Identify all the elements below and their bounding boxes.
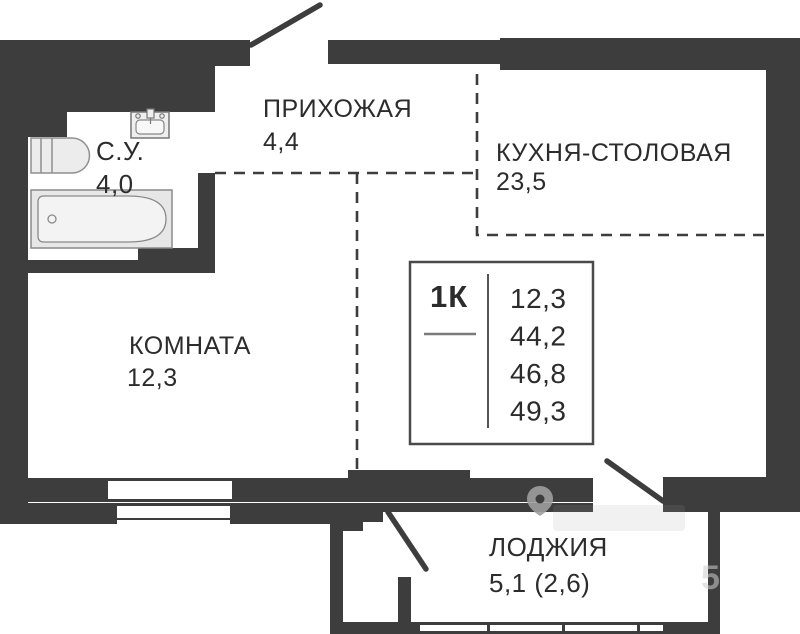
legend-value-room: 12,3 (510, 283, 567, 314)
wall-outer-leaf-a (0, 503, 117, 524)
legend-value-living: 44,2 (510, 321, 567, 352)
walls (0, 38, 800, 634)
entrance-door-swing (248, 2, 323, 48)
wall-loggia-bottom-right (663, 622, 720, 634)
loggia-glazing-mullion-1 (487, 622, 490, 634)
bathroom-area: 4,0 (96, 169, 134, 199)
legend-type: 1К (430, 279, 468, 314)
kitchen-label: КУХНЯ-СТОЛОВАЯ (496, 139, 732, 167)
wall-room-bottom-a (0, 478, 108, 502)
room-label: КОМНАТА (129, 332, 251, 360)
hallway-area: 4,4 (263, 128, 299, 156)
doors (248, 2, 666, 572)
watermark-blur (553, 505, 685, 531)
kitchen-area: 23,5 (496, 168, 547, 196)
wall-outer-leaf-b (230, 503, 347, 524)
balcony-door-swing (604, 458, 666, 504)
loggia-glazing-top (420, 622, 663, 625)
wall-outer-leaf-c (347, 503, 593, 512)
bathroom-fixtures (30, 108, 173, 249)
loggia-label: ЛОДЖИЯ (489, 532, 608, 562)
wall-top-left (0, 40, 250, 66)
loggia-door-swing (385, 509, 429, 572)
window-frame-bottom (108, 499, 232, 502)
room-labels: С.У. 4,0 ПРИХОЖАЯ 4,4 КУХНЯ-СТОЛОВАЯ 23,… (96, 95, 732, 598)
loggia-glazing-mullion-3 (637, 622, 640, 634)
bathroom-label: С.У. (96, 136, 144, 166)
wall-top-mid (328, 40, 503, 64)
wall-balcony-right-block (663, 477, 800, 512)
wall-loggia-step2 (343, 522, 363, 531)
wall-loggia-right (708, 512, 720, 634)
sink-icon (130, 108, 170, 139)
wall-bathroom-step (28, 112, 67, 137)
map-pin-hole (535, 494, 545, 504)
wall-loggia-stub (398, 577, 411, 622)
window-sill-mid (117, 518, 230, 520)
wall-loggia-step1 (343, 507, 383, 522)
legend-value-total: 46,8 (510, 358, 567, 389)
wall-loggia-bottom-left (330, 622, 420, 634)
watermark-digit: 5 (701, 559, 720, 597)
wall-bathroom-bottom-thick (138, 248, 215, 273)
window-frame-top (108, 478, 232, 481)
wall-bathroom-bottom-thin (28, 260, 138, 273)
loggia-glazing-bottom (420, 631, 663, 634)
cabinet-icon (30, 137, 91, 174)
bathtub-icon (30, 189, 173, 249)
window-sill-top (117, 503, 230, 506)
wall-top-right (500, 38, 800, 70)
wall-room-bottom-step (348, 470, 470, 479)
legend-value-full: 49,3 (510, 396, 567, 427)
loggia-area: 5,1 (2,6) (489, 568, 590, 598)
wall-right (766, 66, 800, 507)
hallway-label: ПРИХОЖАЯ (263, 95, 412, 123)
room-area: 12,3 (127, 364, 178, 392)
watermark: 5 (527, 486, 720, 597)
legend-box: 1К 12,3 44,2 46,8 49,3 (408, 260, 595, 446)
kitchen-boundary-dashed (475, 74, 766, 237)
wall-bathroom-top (28, 66, 215, 112)
loggia-glazing-mullion-2 (562, 622, 565, 634)
zone-boundaries (215, 74, 766, 476)
legend-border (408, 260, 595, 446)
wall-loggia-left (330, 507, 343, 634)
wall-left (0, 40, 28, 524)
